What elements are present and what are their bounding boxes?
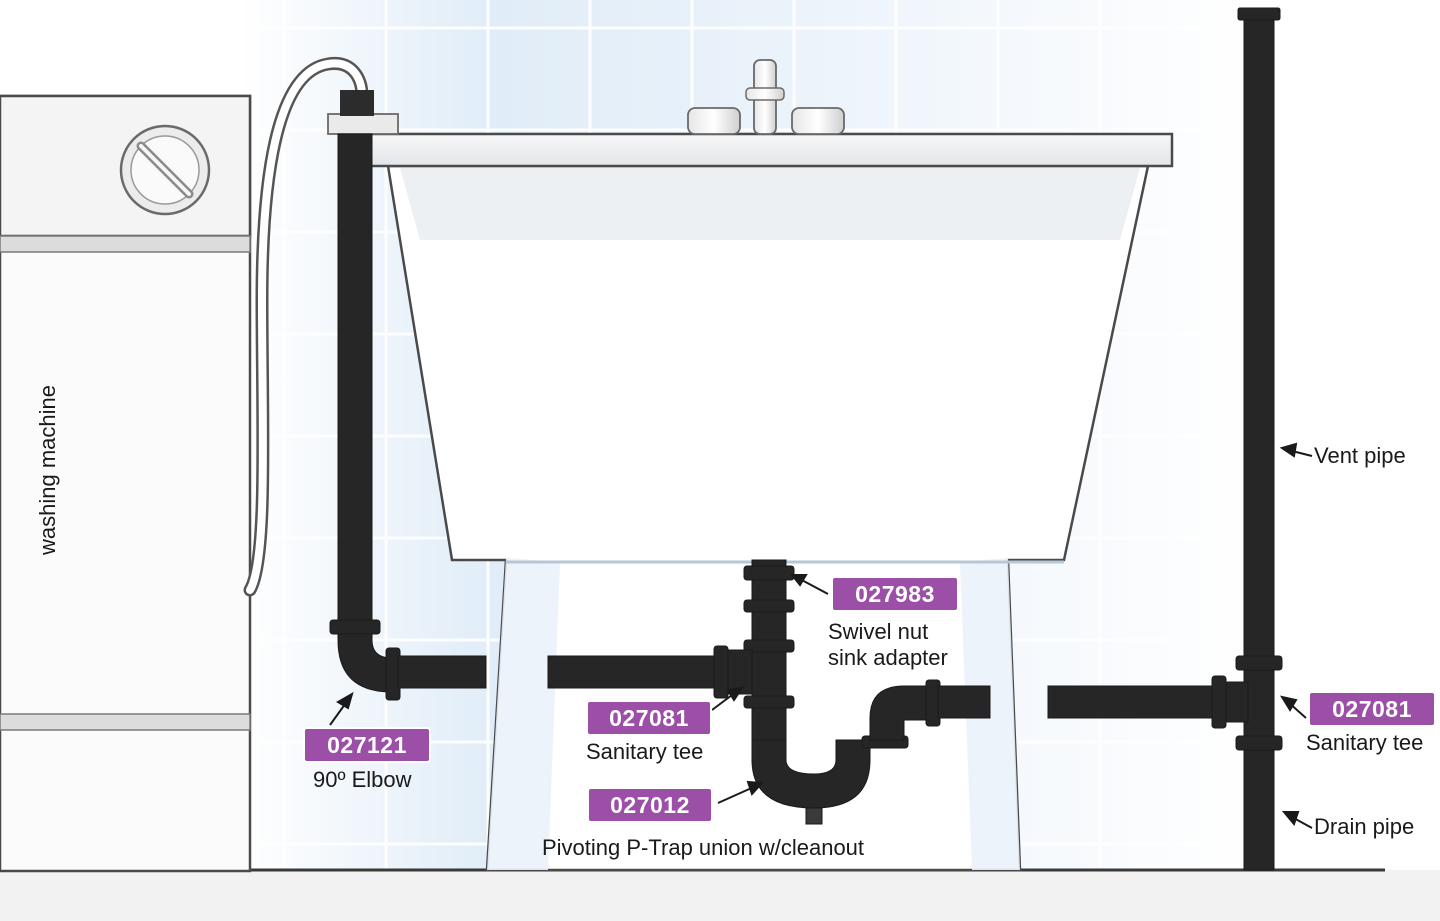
arrow-elbow [329, 691, 354, 726]
standpipe-cap [327, 90, 399, 135]
vent-pipe-label: Vent pipe [1314, 443, 1406, 468]
washer-hose [243, 57, 369, 597]
arrow-tee-right [1279, 695, 1307, 719]
drain-pipe-label: Drain pipe [1314, 814, 1415, 839]
washing-machine-label: washing machine [35, 385, 60, 555]
leader-arrows [329, 442, 1313, 829]
dial-icon [119, 124, 211, 216]
drain-piping [329, 7, 1283, 871]
arrow-vent [1279, 442, 1313, 458]
part-description-line: Swivel nut [828, 619, 929, 644]
part-badge: 027012 [589, 789, 711, 821]
arrow-adapter [789, 574, 829, 595]
part-description: Sanitary tee [1306, 730, 1424, 755]
part-badge: 027081 [1310, 693, 1434, 725]
part-badge: 027081 [588, 702, 710, 734]
part-description-line: sink adapter [828, 645, 948, 670]
floor [0, 868, 1440, 921]
part-description: 90º Elbow [313, 767, 412, 792]
part-description: Sanitary tee [586, 739, 704, 764]
faucet [687, 59, 845, 135]
part-badge: 027983 [833, 578, 957, 610]
arrow-ptrap [717, 780, 765, 804]
arrow-drain [1281, 811, 1313, 829]
washing-machine [0, 94, 252, 873]
part-description: Pivoting P-Trap union w/cleanout [542, 835, 865, 860]
part-badge: 027121 [305, 729, 429, 761]
arrow-tee-left [711, 686, 745, 711]
